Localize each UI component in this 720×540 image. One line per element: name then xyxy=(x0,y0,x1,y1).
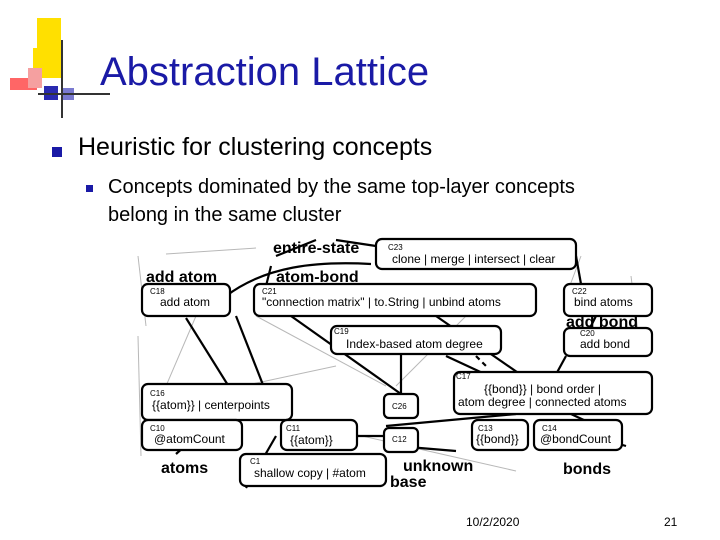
lattice-diagram: entire-state add atom atom-bond add bond… xyxy=(137,237,654,491)
cluster-label-unknown: unknown xyxy=(403,458,473,475)
concept-node-c12: C12 xyxy=(382,426,420,454)
node-id: C16 xyxy=(150,389,165,398)
concept-node-c10: C10 @atomCount xyxy=(140,418,244,452)
bullet-text: Heuristic for clustering concepts xyxy=(78,133,433,161)
sub-bullet-line-2: belong in the same cluster xyxy=(108,204,342,226)
node-id: C19 xyxy=(334,327,349,336)
concept-node-c19: C19 Index-based atom degree xyxy=(329,324,503,356)
node-text: bind atoms xyxy=(574,295,633,309)
concept-node-c20: C20 add bond xyxy=(562,326,654,358)
node-text: shallow copy | #atom xyxy=(254,466,366,480)
node-text: add bond xyxy=(580,337,630,351)
node-text: "connection matrix" | to.String | unbind… xyxy=(262,295,501,309)
concept-node-c26: C26 xyxy=(382,392,420,420)
node-text: {{bond}} xyxy=(476,432,519,446)
concept-node-c23: C23 clone | merge | intersect | clear xyxy=(374,237,578,271)
concept-node-c14: C14 @bondCount xyxy=(532,418,624,452)
node-id: C21 xyxy=(262,287,277,296)
node-id: C23 xyxy=(388,243,403,252)
logo-graphic xyxy=(10,18,110,118)
node-text: {{atom}} | centerpoints xyxy=(152,398,270,412)
node-id: C11 xyxy=(286,424,301,433)
node-text-line-2: atom degree | connected atoms xyxy=(458,395,627,409)
sub-bullet-line-1: Concepts dominated by the same top-layer… xyxy=(108,176,575,198)
bullet-marker xyxy=(52,147,62,157)
cluster-label-base: base xyxy=(390,474,427,491)
node-id: C18 xyxy=(150,287,165,296)
node-text: {{atom}} xyxy=(290,433,333,447)
sub-bullet-marker xyxy=(86,185,93,192)
concept-node-c18: C18 add atom xyxy=(140,282,232,318)
cluster-label-add-bond: add bond xyxy=(566,314,638,331)
concept-node-c11: C11 {{atom}} xyxy=(279,418,359,452)
page-number: 21 xyxy=(664,515,678,529)
node-text: @atomCount xyxy=(154,432,226,446)
concept-node-c1: C1 shallow copy | #atom xyxy=(238,452,388,488)
concept-node-c17: C17 {{bond}} | bond order | atom degree … xyxy=(452,370,654,416)
concept-node-c13: C13 {{bond}} xyxy=(470,418,530,452)
cluster-label-entire-state: entire-state xyxy=(273,240,359,257)
node-id: C12 xyxy=(392,435,407,444)
node-id: C10 xyxy=(150,424,165,433)
node-id: C17 xyxy=(456,372,471,381)
node-id: C1 xyxy=(250,457,261,466)
node-text: clone | merge | intersect | clear xyxy=(392,252,555,266)
cluster-label-bonds: bonds xyxy=(563,461,611,478)
node-id: C13 xyxy=(478,424,493,433)
concept-node-c22: C22 bind atoms xyxy=(562,282,654,318)
cluster-label-add-atom: add atom xyxy=(146,269,217,286)
cluster-label-atoms: atoms xyxy=(161,460,208,477)
cluster-label-atom-bond: atom-bond xyxy=(276,269,359,286)
slide-title: Abstraction Lattice xyxy=(100,50,430,94)
node-text-line-1: {{bond}} | bond order | xyxy=(484,382,601,396)
concept-node-c21: C21 "connection matrix" | to.String | un… xyxy=(252,282,538,318)
node-id: C22 xyxy=(572,287,587,296)
node-text: Index-based atom degree xyxy=(346,337,483,351)
node-text: @bondCount xyxy=(540,432,612,446)
node-id: C14 xyxy=(542,424,557,433)
footer-date: 10/2/2020 xyxy=(466,515,520,529)
sub-bullet-text: Concepts dominated by the same top-layer… xyxy=(108,173,688,229)
concept-node-c16: C16 {{atom}} | centerpoints xyxy=(140,382,294,422)
node-id: C26 xyxy=(392,402,407,411)
node-id: C20 xyxy=(580,329,595,338)
node-text: add atom xyxy=(160,295,210,309)
